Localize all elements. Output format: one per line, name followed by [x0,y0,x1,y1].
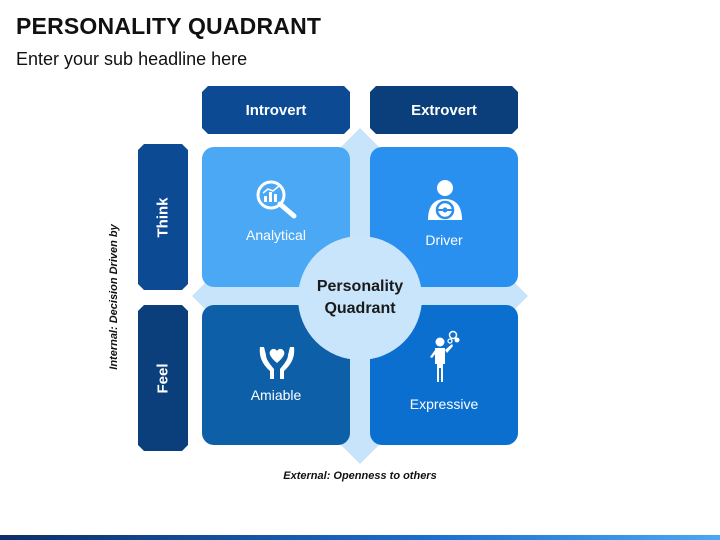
quadrant-label-expressive: Expressive [409,396,479,412]
magnifier-chart-icon [256,180,297,219]
quadrant-label-analytical: Analytical [246,227,306,243]
footer-accent-bar [0,535,720,540]
person-speech-icon [430,330,460,382]
introvert-label: Introvert [245,101,307,119]
row-header-think: Think [138,144,188,290]
extrovert-label: Extrovert [411,101,477,119]
center-circle: Personality Quadrant [298,236,422,360]
center-title-line2: Quadrant [324,300,396,317]
page-subtitle: Enter your sub headline here [16,49,248,69]
row-header-feel: Feel [138,305,188,451]
hands-heart-icon [259,347,295,379]
column-header-extrovert: Extrovert [370,86,518,134]
quadrant-label-driver: Driver [425,232,463,248]
steering-wheel-person-icon [428,180,462,220]
vertical-axis-label: Internal: Decision Driven by [108,224,120,370]
center-title-line1: Personality [316,278,404,295]
feel-label: Feel [154,362,172,394]
page-title: PERSONALITY QUADRANT [16,13,322,39]
horizontal-axis-label: External: Openness to others [283,470,437,482]
column-header-introvert: Introvert [202,86,350,134]
think-label: Think [154,197,172,237]
quadrant-label-amiable: Amiable [250,387,302,403]
